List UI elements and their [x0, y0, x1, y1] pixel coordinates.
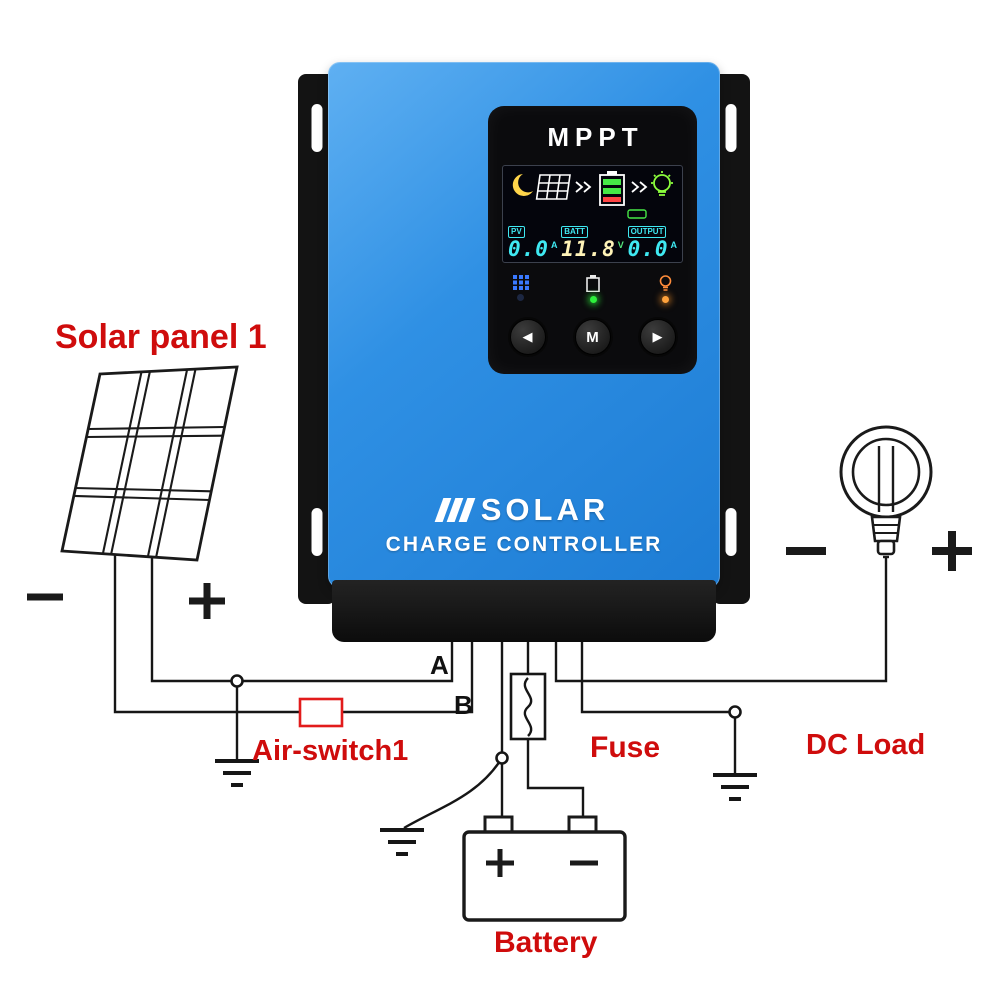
- mounting-slot: [311, 508, 323, 556]
- output-unit: A: [670, 240, 678, 250]
- battery-led: [589, 296, 597, 303]
- pv-indicator: [512, 275, 529, 303]
- output-value: 0.0: [627, 237, 669, 261]
- load-indicator-icon: [659, 275, 671, 291]
- battery-plus-icon: [486, 849, 514, 877]
- mounting-slot: [725, 104, 737, 152]
- battery-value: 11.8: [561, 237, 616, 261]
- charge-controller: MPPT: [298, 60, 750, 644]
- dc-load-label: DC Load: [806, 729, 926, 761]
- brand-text: MPPT: [547, 122, 644, 152]
- load-indicator: [658, 275, 673, 303]
- terminal-b-label: B: [454, 690, 473, 720]
- charge-flow-arrows: [575, 181, 592, 193]
- junction-dot-3: [728, 705, 742, 719]
- panel-plus-icon: [189, 583, 225, 619]
- pv-led: [517, 294, 524, 301]
- pv-readout: PV 0.0 A: [508, 226, 557, 260]
- battery-label-text: Battery: [494, 926, 598, 959]
- status-indicators: [503, 275, 683, 303]
- output-readout: OUTPUT 0.0 A: [627, 226, 678, 261]
- wire-load-negative: [580, 636, 735, 714]
- junction-dot-1: [230, 674, 244, 688]
- ground-symbol-3: [713, 773, 757, 801]
- night-mode-icon: [512, 174, 533, 196]
- ground-symbol-2: [380, 828, 424, 856]
- left-arrow-button[interactable]: ◀: [509, 319, 546, 355]
- button-row: ◀ M ▶: [509, 319, 676, 355]
- load-flow-arrows: [631, 181, 648, 193]
- wire-ground-2: [403, 757, 504, 830]
- right-arrow-button[interactable]: ▶: [639, 319, 676, 355]
- wire-battery-positive: [526, 738, 585, 818]
- ground-symbol-1: [215, 759, 259, 787]
- battery-indicator-icon: [586, 275, 600, 292]
- pv-indicator-icon: [512, 275, 529, 290]
- product-name-line2: CHARGE CONTROLLER: [385, 533, 663, 556]
- lcd-screen: PV 0.0 A BATT 11.8 V OUT: [502, 165, 683, 263]
- solar-panel-label: Solar panel 1: [55, 318, 267, 356]
- battery-drawing: [462, 815, 627, 922]
- load-bulb-icon: [651, 171, 673, 196]
- lcd-values-row: PV 0.0 A BATT 11.8 V OUT: [508, 226, 677, 260]
- mounting-slot: [725, 508, 737, 556]
- solar-bars-icon: [434, 498, 476, 522]
- terminal-band: [332, 580, 716, 642]
- display-panel: MPPT: [488, 106, 697, 374]
- wire-pv-b: [113, 552, 474, 714]
- pv-label: PV: [508, 226, 525, 238]
- junction-dot-2: [495, 751, 509, 765]
- bulb-drawing: [839, 425, 933, 559]
- menu-button[interactable]: M: [574, 319, 611, 355]
- battery-indicator: [586, 275, 600, 303]
- battery-unit: V: [617, 240, 624, 250]
- air-switch-label: Air-switch1: [252, 735, 409, 767]
- pv-unit: A: [550, 240, 558, 250]
- charge-mode-tag: [627, 209, 647, 219]
- air-switch-symbol: [298, 697, 344, 728]
- fuse-label: Fuse: [590, 731, 661, 764]
- terminal-a-label: A: [430, 650, 449, 680]
- pv-array-icon: [535, 174, 571, 200]
- product-name-line1: SOLAR: [480, 492, 610, 527]
- output-label: OUTPUT: [627, 226, 667, 238]
- load-plus-icon: [932, 531, 972, 571]
- battery-label: BATT: [561, 226, 588, 238]
- fuse-symbol: [509, 672, 547, 741]
- solar-panel-drawing: [60, 365, 239, 562]
- load-led: [661, 296, 669, 303]
- lcd-status-icons: [512, 171, 673, 219]
- product-branding: SOLAR CHARGE CONTROLLER: [328, 492, 720, 557]
- wire-load-positive: [554, 556, 888, 683]
- pv-value: 0.0: [508, 237, 549, 261]
- battery-readout: BATT 11.8 V: [561, 226, 624, 260]
- wire-pv-a: [150, 556, 454, 683]
- mounting-slot: [311, 104, 323, 152]
- battery-level-icon: [599, 171, 625, 206]
